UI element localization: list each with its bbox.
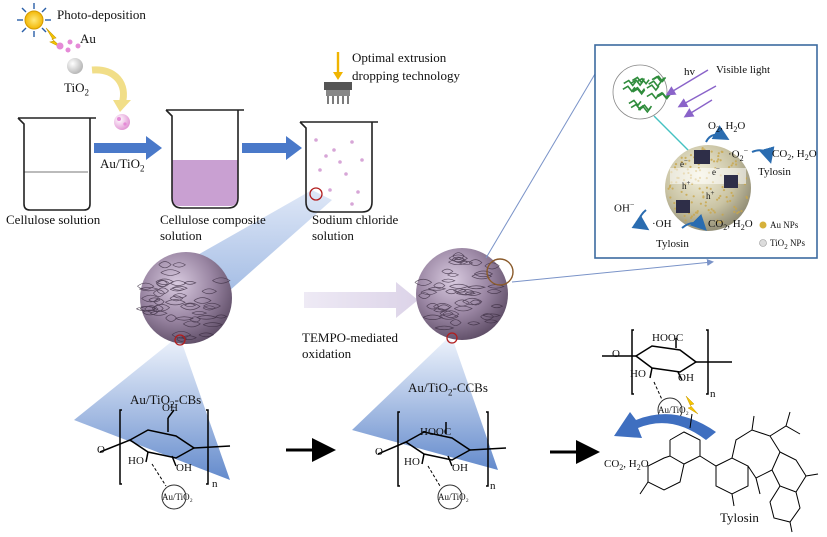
tio2-particle-icon (67, 58, 83, 74)
legend-tio2-label: TiO2 NPs (770, 238, 805, 251)
oh-label-1b: OH (176, 462, 192, 474)
au-tio2-cbs-label: Au/TiO2-CBs (130, 392, 202, 410)
ho-label-1: HO (128, 455, 144, 467)
spotlight-sphere2-to-molecule (352, 338, 498, 470)
o-label-1: O (97, 444, 105, 456)
curved-arrow-head (113, 100, 131, 112)
au-tio2-small-1: Au/TiO₂ (162, 492, 193, 502)
cellulose-structure-2 (377, 411, 507, 487)
arrow-beaker1-to-beaker2 (94, 136, 162, 160)
oh-label-3: OH (678, 372, 694, 384)
au-tio2-small-2: Au/TiO₂ (438, 492, 469, 502)
oh-label-2: OH (452, 462, 468, 474)
oh-radical-label: ·OH (652, 218, 672, 230)
arrow-oh-to-radical (631, 209, 650, 231)
cellulose-structure-1 (99, 409, 231, 485)
zoom-line-lower (511, 259, 714, 283)
o-label-2: O (375, 446, 383, 458)
spotlight-sphere1-to-molecule (74, 338, 230, 480)
ho-label-3: HO (630, 368, 646, 380)
lightning-icon-small (685, 395, 699, 415)
legend-au-np-icon (759, 221, 767, 229)
ho-label-2: HO (404, 456, 420, 468)
light-rays-icon (665, 69, 717, 118)
au-tio2-particle-icon (114, 114, 130, 130)
au-tio2-ccbs-label: Au/TiO2-CCBs (408, 380, 488, 398)
legend-tio2-np-icon (759, 239, 767, 247)
superoxide-label: ·O2− (728, 146, 749, 163)
visible-light-label: Visible light (716, 64, 771, 76)
co2-h2o-product-label: CO2, H2O (604, 458, 649, 473)
arrow-o2-to-superoxide (705, 125, 730, 143)
cellulose-solution-label: Cellulose solution (6, 212, 101, 227)
hole-label-1: h+ (682, 179, 691, 191)
o-label-3: O (612, 348, 620, 360)
zoom-line-upper (485, 51, 609, 259)
au-label: Au (80, 31, 96, 46)
tylosin-right-label: Tylosin (758, 166, 791, 178)
cellulose-composite-label-line1: Cellulose composite (160, 212, 266, 227)
n-label-1: n (212, 478, 218, 490)
sodium-chloride-label-line2: solution (312, 228, 354, 243)
optimal-extrusion-label-line1: Optimal extrusion (352, 50, 447, 65)
cellulose-composite-label-line2: solution (160, 228, 202, 243)
sodium-chloride-label-line1: Sodium chloride (312, 212, 399, 227)
optimal-extrusion-label-line2: dropping technology (352, 68, 460, 83)
electron-label-1: e− (680, 157, 688, 169)
tempo-label-line1: TEMPO-mediated (302, 330, 399, 345)
oh-label-1: OH (162, 402, 178, 414)
n-label-3: n (710, 388, 716, 400)
sphere-au-tio2-ccbs (414, 248, 514, 344)
au-particles (56, 39, 81, 53)
beaker-cellulose-composite (165, 109, 244, 209)
curved-arrow-icon (91, 66, 127, 106)
sphere-au-tio2-cbs (136, 252, 232, 346)
degradation-arrow (614, 412, 716, 440)
molecular-net-icon (612, 64, 671, 120)
beaker-cellulose-solution (17, 117, 96, 211)
tempo-arrow (304, 282, 418, 318)
arrow-superoxide-to-co2 (751, 146, 775, 164)
photo-deposition-label: Photo-deposition (57, 7, 146, 22)
au-tio2-small-3: Au/TiO₂ (658, 405, 689, 415)
extrusion-nozzle-icon (324, 52, 352, 104)
co2-h2o-right-label: CO2, H2O (772, 148, 817, 163)
au-tio2-circle-1 (161, 484, 187, 510)
beaker-sodium-chloride (299, 121, 378, 213)
oh-minus-label: OH− (614, 200, 635, 215)
tylosin-structure (639, 411, 819, 533)
arrow-beaker2-to-beaker3 (242, 136, 302, 160)
n-label-2: n (490, 480, 496, 492)
hv-label: hv (684, 66, 695, 78)
sun-icon (17, 3, 51, 37)
cellulose-structure-3 (602, 329, 732, 395)
hole-label-2: h+ (706, 189, 715, 201)
tylosin-label: Tylosin (720, 510, 759, 525)
o2-h2o-label: O2, H2O (708, 120, 746, 135)
hooc-label-3: HOOC (652, 332, 684, 344)
tempo-label-line2: oxidation (302, 346, 352, 361)
au-tio2-circle-2 (437, 484, 463, 510)
au-tio2-label: Au/TiO2 (100, 156, 145, 174)
legend-au-label: Au NPs (770, 220, 799, 230)
photocatalyst-sphere-icon (665, 145, 751, 231)
electron-label-2: e− (712, 165, 720, 177)
tio2-label: TiO2 (64, 80, 89, 98)
co2-h2o-bottom-label: CO2, H2O (708, 218, 753, 233)
hooc-label-2: HOOC (420, 426, 452, 438)
tylosin-bottom-inset-label: Tylosin (656, 238, 689, 250)
arrow-radical-to-co2 (681, 213, 707, 231)
